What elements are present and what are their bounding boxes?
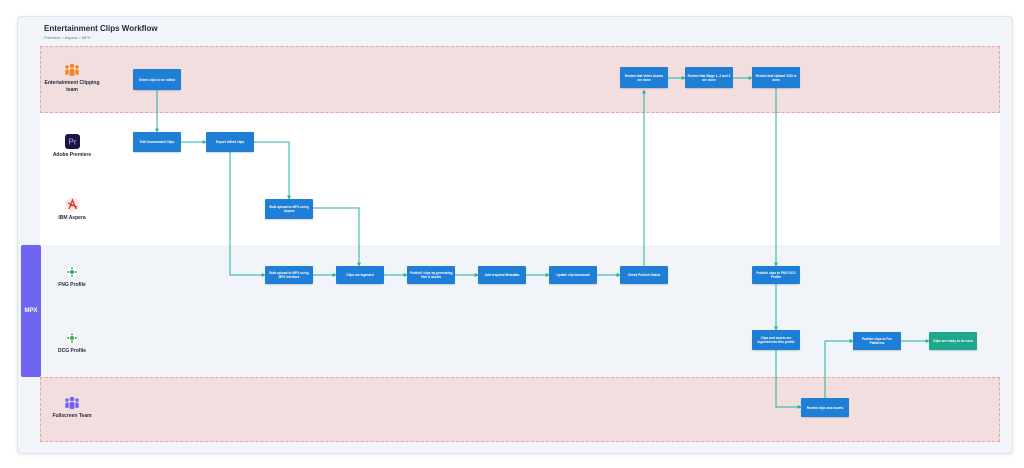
lane-label: Entertainment Clipping team (44, 80, 100, 93)
node-review-stages[interactable]: Review that Stage 1, 2 and 3 are done (685, 67, 733, 88)
profile-icon (65, 331, 79, 345)
aspera-icon (65, 197, 79, 212)
team-icon (65, 396, 79, 409)
lane-label: DCG Profile (57, 348, 87, 354)
node-review-video-assets[interactable]: Review that Video Assets are done (620, 67, 668, 88)
lane-label: IBM Aspera (58, 215, 86, 221)
team-icon (65, 63, 79, 76)
lane-dcg-profile (40, 311, 1000, 377)
mpx-group-band: MPX (21, 245, 41, 377)
diagram-subtitle: Premiere > Aspera > MPX (44, 35, 91, 40)
lane-adobe-premiere (40, 113, 1000, 179)
lane-header-premiere: Pr Adobe Premiere (40, 134, 104, 159)
edge-n15-n16 (775, 350, 802, 409)
lane-header-fng: FNG Profile (40, 265, 104, 289)
edge-n3-n4 (254, 141, 291, 200)
node-select-clips[interactable]: Select clips to be edited (133, 69, 181, 90)
profile-icon (65, 265, 79, 279)
node-review-upload-vod[interactable]: Review that Upload VOD is done (752, 67, 800, 88)
lane-label: Fullscreen Team (52, 413, 92, 419)
edge-n3-n5 (229, 151, 266, 277)
node-bulk-upload-mpx[interactable]: Bulk upload to MPX using MPX interface (265, 266, 313, 284)
lane-header-aspera: IBM Aspera (40, 197, 104, 222)
node-bulk-upload-aspera[interactable]: Bulk upload to MPX using Aspera (265, 199, 313, 219)
node-clips-ingested-profile[interactable]: Clips and assets are ingested into this … (752, 330, 800, 350)
edge-n4-n6 (313, 207, 361, 267)
node-export-edited-clips[interactable]: Export edited clips (206, 132, 254, 152)
diagram-title: Entertainment Clips Workflow (44, 24, 158, 33)
node-publish-fng-dcg[interactable]: Publish clips to FNG DCG Profile (752, 266, 800, 284)
node-review-clips-assets[interactable]: Review clips and assets (801, 398, 849, 417)
node-clips-ingested[interactable]: Clips are ingested (336, 266, 384, 284)
node-publish-clips[interactable]: 'Publish' clips by generating files & as… (407, 266, 455, 284)
edge-n16-n17 (824, 339, 854, 398)
node-check-publish-status[interactable]: Check Publish Status (620, 266, 668, 284)
lane-ibm-aspera (40, 179, 1000, 245)
node-edit-downloaded-clips[interactable]: Edit Downloaded Clips (133, 132, 181, 152)
node-add-metadata[interactable]: Add required Metadata (478, 266, 526, 284)
lane-header-dcg: DCG Profile (40, 331, 104, 355)
node-clips-ready[interactable]: Clips are ready to be used (929, 332, 977, 350)
premiere-icon: Pr (64, 134, 80, 149)
svg-text:Pr: Pr (68, 138, 76, 147)
node-publish-fox-platforms[interactable]: Publish clips to Fox Platforms (853, 332, 901, 350)
lane-header-entertainment: Entertainment Clipping team (40, 63, 104, 94)
lane-label: Adobe Premiere (52, 152, 92, 158)
node-update-thumbnail[interactable]: Update clip thumbnail (549, 266, 597, 284)
lane-label: FNG Profile (58, 282, 86, 288)
lane-header-fullscreen: Fullscreen Team (40, 396, 104, 420)
lane-entertainment-clipping-team (40, 46, 1000, 113)
